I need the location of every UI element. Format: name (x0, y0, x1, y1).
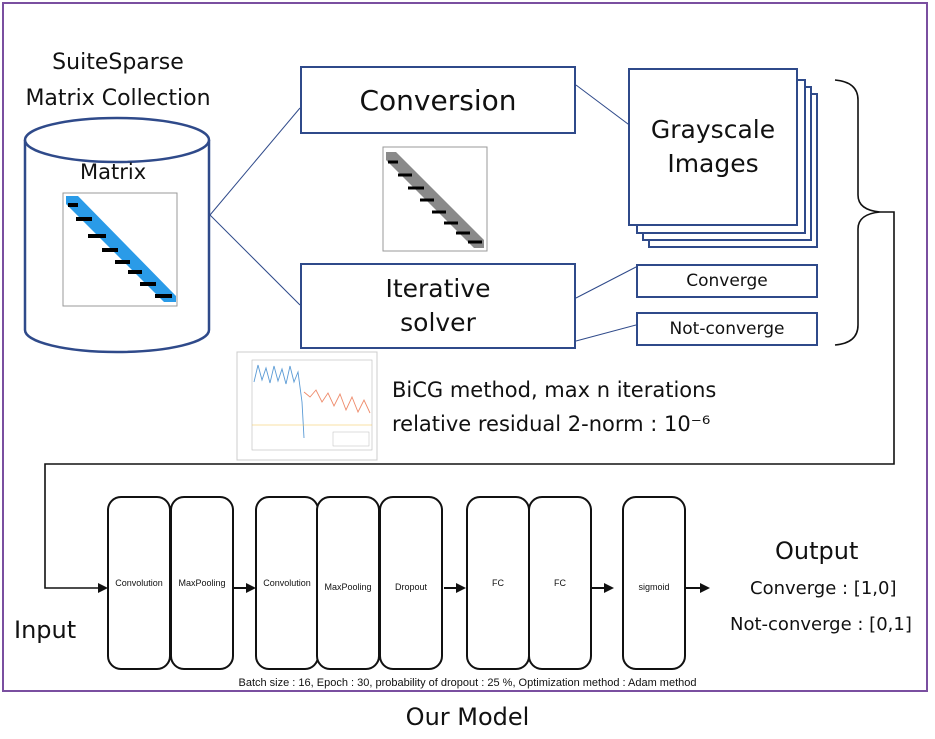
iterative-solver-box: Iterative solver (300, 263, 576, 349)
matrix-label: Matrix (80, 160, 147, 184)
layer-fc-2: FC (528, 496, 592, 670)
layer-convolution-1: Convolution (107, 496, 171, 670)
layer-maxpooling-2: MaxPooling (316, 496, 380, 670)
layer-fc-1: FC (466, 496, 530, 670)
output-not-converge: Not-converge : [0,1] (730, 614, 912, 635)
figure-caption: Our Model (405, 703, 530, 731)
collection-title-line2: Matrix Collection (25, 86, 211, 111)
output-converge: Converge : [1,0] (750, 578, 897, 599)
not-converge-box: Not-converge (636, 312, 818, 346)
converge-label: Converge (686, 271, 768, 291)
bicg-line2: relative residual 2-norm : 10⁻⁶ (392, 412, 711, 436)
solver-line2: solver (400, 308, 476, 337)
grayscale-line2: Images (667, 149, 759, 178)
input-label: Input (14, 616, 77, 644)
layer-maxpooling-1: MaxPooling (170, 496, 234, 670)
solver-line1: Iterative (385, 274, 491, 303)
diagram-frame (2, 2, 928, 692)
layer-sigmoid: sigmoid (622, 496, 686, 670)
bicg-line1: BiCG method, max n iterations (392, 378, 717, 402)
collection-title-line1: SuiteSparse (52, 50, 184, 75)
layer-dropout: Dropout (379, 496, 443, 670)
hyperparameters-note: Batch size : 16, Epoch : 30, probability… (238, 677, 697, 689)
grayscale-line1: Grayscale (650, 115, 776, 144)
conversion-box: Conversion (300, 66, 576, 134)
output-title: Output (775, 537, 859, 565)
conversion-label: Conversion (359, 83, 517, 117)
converge-box: Converge (636, 264, 818, 298)
not-converge-label: Not-converge (669, 319, 785, 339)
grayscale-images-box: Grayscale Images (628, 68, 798, 226)
layer-convolution-2: Convolution (255, 496, 319, 670)
